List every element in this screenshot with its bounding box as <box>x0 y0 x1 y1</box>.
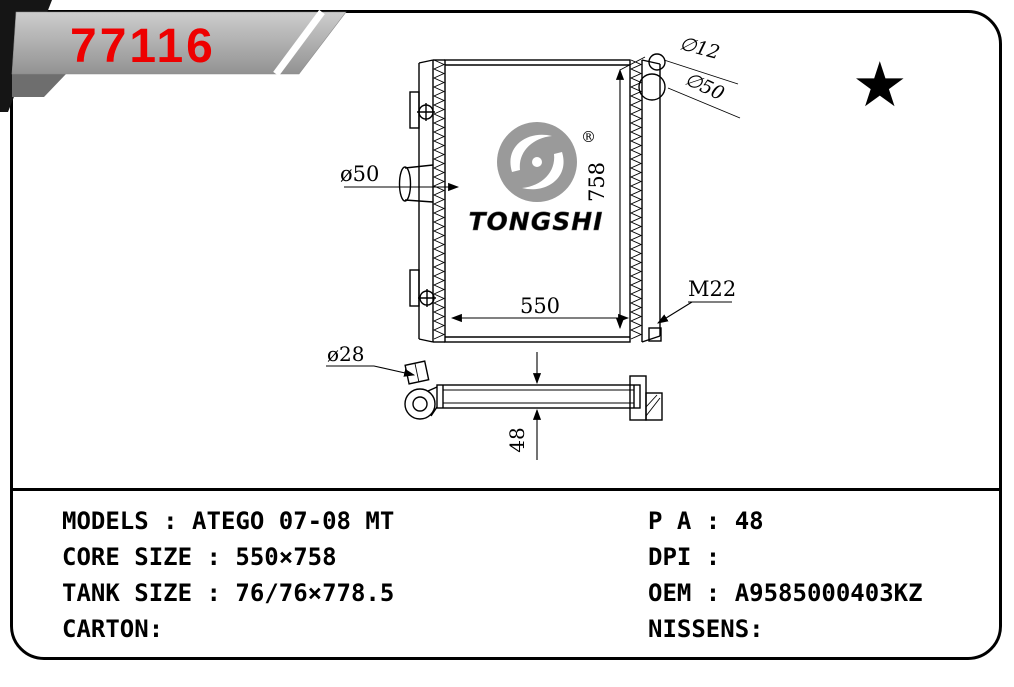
left-tank <box>398 59 436 343</box>
dim-depth-label: 48 <box>505 427 529 452</box>
section-divider <box>10 488 1002 491</box>
port-small-diameter-label: ∅12 <box>677 32 722 64</box>
dim-width-label: 550 <box>520 294 560 318</box>
filler-neck-shape <box>638 53 666 101</box>
mounting-bracket-shape <box>629 375 663 421</box>
spec-dpi: DPI : <box>648 543 721 571</box>
logo-swirl-icon <box>510 134 552 172</box>
star-icon: ★ <box>852 48 908 121</box>
tongshi-logo: ® TONGSHI <box>468 122 604 236</box>
spec-column-right: P A : 48 DPI : OEM : A9585000403KZ NISSE… <box>648 503 923 647</box>
radiator-side-view <box>404 360 663 421</box>
mounting-bolt-bottom-icon <box>418 289 436 307</box>
leader-outlet <box>326 365 416 377</box>
spec-tank-size: TANK SIZE : 76/76×778.5 <box>62 579 395 607</box>
part-number-banner: 77116 <box>0 0 347 112</box>
core-outline <box>444 59 631 343</box>
banner-ribbon-slash <box>273 9 325 77</box>
radiator-technical-drawing: ® TONGSHI 758 550 48 M22 ø50 ø28 ∅12 <box>326 32 741 460</box>
logo-swirl-icon <box>522 152 564 190</box>
banner-ribbon <box>11 11 347 75</box>
spec-nissens: NISSENS: <box>648 615 764 643</box>
spec-pa: P A : 48 <box>648 507 764 535</box>
dim-height-label: 758 <box>585 162 609 202</box>
dimension-lines <box>326 56 741 460</box>
brand-wordmark: TONGSHI <box>469 207 604 236</box>
right-tank <box>638 53 666 343</box>
drain-thread-label: M22 <box>688 277 736 301</box>
spec-column-left: MODELS : ATEGO 07-08 MT CORE SIZE : 550×… <box>62 503 394 647</box>
logo-center-dot-icon <box>532 157 542 167</box>
mounting-bolt-top-icon <box>417 103 435 121</box>
radiator-front-view <box>398 53 666 343</box>
spec-carton: CARTON: <box>62 615 164 643</box>
banner-shadow <box>12 74 66 97</box>
inlet-diameter-label: ø50 <box>340 162 379 186</box>
part-number: 77116 <box>70 20 216 73</box>
outlet-pipe-shape <box>404 360 430 385</box>
left-fin-zigzag <box>432 59 446 340</box>
outlet-diameter-label: ø28 <box>327 342 365 366</box>
outlet-flange-shape <box>404 386 438 420</box>
inlet-pipe-shape <box>398 164 434 203</box>
leader-port-small <box>663 59 739 85</box>
right-fin-zigzag <box>629 59 643 340</box>
leader-filler <box>667 87 741 119</box>
spec-oem: OEM : A9585000403KZ <box>648 579 923 607</box>
spec-core-size: CORE SIZE : 550×758 <box>62 543 337 571</box>
leader-drain <box>657 301 693 324</box>
spec-models: MODELS : ATEGO 07-08 MT <box>62 507 395 535</box>
page-frame <box>10 10 1002 660</box>
drain-plug-shape <box>648 327 662 342</box>
registered-mark: ® <box>581 128 596 146</box>
filler-diameter-label: ∅50 <box>681 68 727 105</box>
